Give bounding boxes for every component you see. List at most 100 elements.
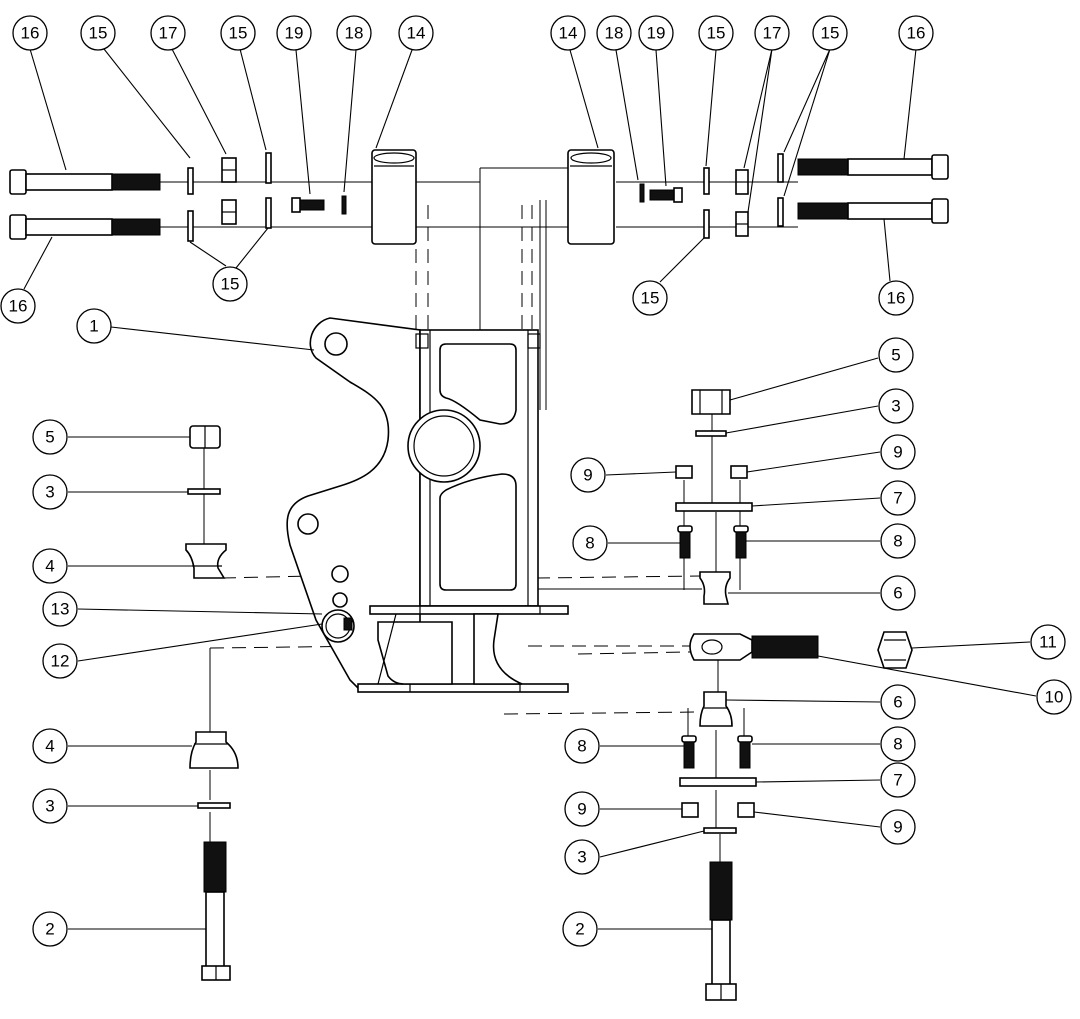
callout-6-right-upper: 6 [880,575,916,611]
callout-15-lower-right: 15 [632,280,668,316]
callout-3-right-upper: 3 [878,388,914,424]
svg-text:16: 16 [887,289,906,308]
svg-text:5: 5 [45,428,54,447]
nut-5-right [691,389,731,415]
svg-text:11: 11 [1039,633,1057,652]
leader-lines [23,48,1037,930]
svg-text:2: 2 [575,920,584,939]
bolt-8-right-lower-right [737,735,753,769]
svg-text:12: 12 [51,652,70,671]
svg-text:3: 3 [577,848,586,867]
svg-text:14: 14 [559,24,578,43]
spacer-4-left-upper [185,543,227,579]
bolt-8-right-upper-right [733,525,749,559]
callout-11: 11 [1030,624,1066,660]
callout-15-top-left: 15 [80,15,116,51]
callout-8-right-upper-right: 8 [880,523,916,559]
nut-9-right-upper-right [730,465,748,479]
spacer-6-right-lower [699,691,733,727]
svg-text:13: 13 [51,600,70,619]
svg-text:9: 9 [893,443,902,462]
callout-14-right: 14 [550,15,586,51]
svg-text:19: 19 [647,24,666,43]
washer-3-left-upper [187,488,221,495]
callout-16-top-right: 16 [898,15,934,51]
callout-18-left: 18 [336,15,372,51]
callout-17-top-left: 17 [150,15,186,51]
callout-3-right-lower: 3 [564,839,600,875]
main-frame-1 [286,317,569,693]
svg-text:9: 9 [893,818,902,837]
svg-text:3: 3 [891,397,900,416]
callout-8-right-lower-right: 8 [880,726,916,762]
svg-text:16: 16 [907,24,926,43]
nut-9-right-lower-left [681,802,699,818]
svg-text:16: 16 [21,24,40,43]
svg-text:15: 15 [821,24,840,43]
nut-9-right-upper-left [675,465,693,479]
jam-nut-11 [877,631,913,669]
callout-8-right-upper-left: 8 [572,525,608,561]
callout-15-top-right: 15 [812,15,848,51]
pivot-block-14-right [567,149,615,245]
svg-text:9: 9 [583,466,592,485]
svg-text:15: 15 [707,24,726,43]
svg-text:1: 1 [89,317,98,336]
callout-9-right-upper-right: 9 [880,434,916,470]
washer-3-right-lower [703,827,737,834]
callout-19-left: 19 [276,15,312,51]
callout-3-left-lower: 3 [32,788,68,824]
svg-text:3: 3 [45,797,54,816]
svg-text:9: 9 [577,800,586,819]
svg-text:8: 8 [577,737,586,756]
callout-4-left-upper: 4 [32,548,68,584]
bolt-8-right-lower-left [681,735,697,769]
callout-18-right: 18 [596,15,632,51]
set-screw-19-right [649,187,683,203]
svg-text:2: 2 [45,920,54,939]
callout-5-left: 5 [32,419,68,455]
callout-2-left: 2 [32,911,68,947]
svg-text:18: 18 [605,24,624,43]
svg-text:8: 8 [585,534,594,553]
plate-7-right-upper [675,502,753,512]
bolt-16-top-left-upper [9,169,161,195]
callout-10: 10 [1036,679,1072,715]
callout-12: 12 [42,643,78,679]
svg-text:15: 15 [229,24,248,43]
callout-6-right-lower: 6 [880,684,916,720]
svg-text:15: 15 [641,289,660,308]
svg-text:7: 7 [893,771,902,790]
callout-14-left: 14 [398,15,434,51]
callout-16-top-left: 16 [12,15,48,51]
grease-fitting-12-13 [321,592,355,643]
svg-text:5: 5 [891,346,900,365]
callout-15-top-mid-right: 15 [698,15,734,51]
callout-7-right-lower: 7 [880,762,916,798]
callout-15-top-mid-left: 15 [220,15,256,51]
washer-3-left-lower [197,802,231,809]
svg-text:6: 6 [893,693,902,712]
nut-9-right-lower-right [737,802,755,818]
callout-2-right: 2 [562,911,598,947]
plate-7-right-lower [679,777,757,787]
callout-9-right-upper-left: 9 [570,457,606,493]
nut-5-left [189,425,221,449]
washers-15-top [187,152,784,242]
svg-text:8: 8 [893,735,902,754]
bolt-16-top-right-lower [797,198,949,224]
washer-3-right-upper [695,430,727,437]
callout-19-right: 19 [638,15,674,51]
callout-15-lower-left: 15 [212,266,248,302]
svg-text:4: 4 [45,557,54,576]
spacer-6-right-upper [699,571,731,605]
washer-18-left [341,195,347,215]
svg-text:17: 17 [159,24,178,43]
bolt-2-right [705,861,737,1001]
rod-end-10 [689,633,819,661]
callout-1: 1 [76,308,112,344]
callout-9-right-lower-right: 9 [880,809,916,845]
callout-5-right: 5 [878,337,914,373]
svg-text:14: 14 [407,24,426,43]
